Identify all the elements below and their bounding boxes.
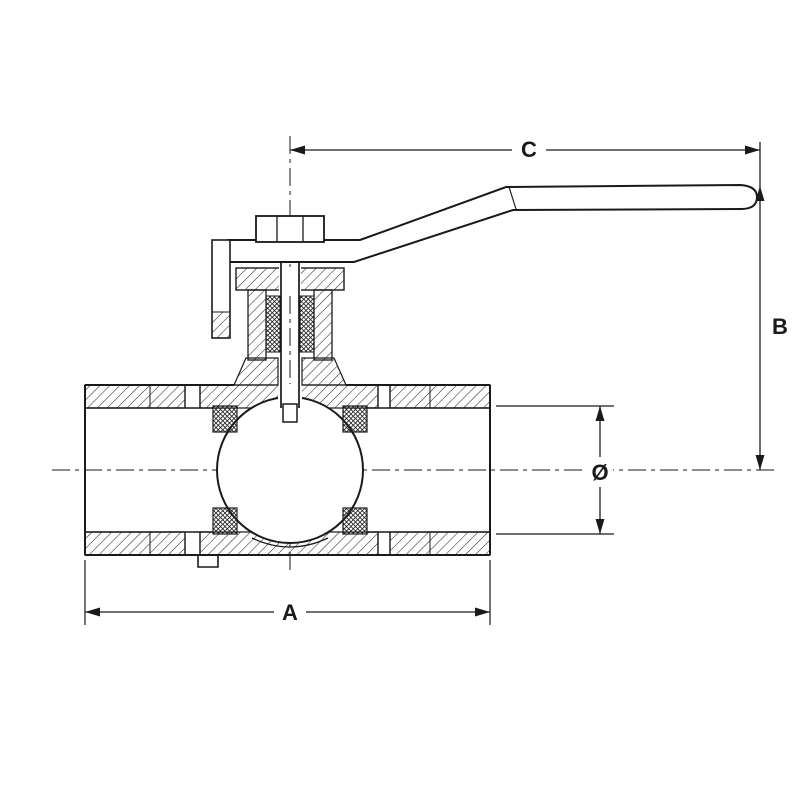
dimension-label-c: C — [521, 137, 537, 162]
stem-assembly — [235, 262, 345, 423]
left-port-top-wall — [84, 384, 186, 409]
dimension-b — [755, 186, 765, 470]
stem-tang — [282, 403, 298, 423]
dimension-a — [84, 560, 491, 625]
dimension-label-a: A — [282, 600, 298, 625]
dimension-labels: C B Ø A — [282, 137, 788, 625]
left-port-bottom-wall — [84, 531, 186, 556]
dimensions — [84, 142, 765, 625]
dimension-diameter — [496, 405, 614, 535]
flange-lines — [149, 385, 431, 555]
handle-grip-edge — [508, 186, 517, 210]
dimension-c — [290, 142, 761, 470]
stem-nut-facets — [276, 216, 304, 242]
bonnet-wall-left — [247, 289, 267, 361]
seat-top-left — [212, 405, 238, 433]
stem — [280, 262, 300, 408]
dimension-b-arrow-bottom — [755, 455, 765, 470]
neck-wall-right — [301, 357, 347, 386]
dimension-c-arrow-right — [745, 145, 760, 155]
right-port-bottom-wall — [389, 531, 491, 556]
stem-nut — [255, 215, 325, 243]
handle — [211, 183, 759, 339]
body-bottom-step — [197, 555, 219, 568]
seat-rings — [212, 405, 368, 535]
dimension-label-b: B — [772, 314, 788, 339]
dimension-b-arrow-top — [755, 186, 765, 201]
body-outline — [84, 384, 491, 556]
diameter-label-backing — [587, 457, 613, 487]
dimension-a-arrow-right — [475, 607, 490, 617]
dimension-diameter-arrow-top — [595, 406, 605, 421]
right-port-top-wall — [389, 384, 491, 409]
dimension-diameter-arrow-bottom — [595, 519, 605, 534]
packing-left — [265, 295, 281, 353]
dimension-label-diameter: Ø — [591, 460, 608, 485]
neck-wall-left — [233, 357, 279, 386]
seat-bottom-right — [342, 507, 368, 535]
gland-flange-stem-hole — [279, 267, 301, 291]
bore-lines — [85, 407, 490, 533]
dimension-c-arrow-left — [290, 145, 305, 155]
packing-right — [299, 295, 315, 353]
valve-body — [84, 357, 491, 568]
neck — [233, 357, 347, 386]
bonnet-wall-right — [313, 289, 333, 361]
dimension-a-arrow-left — [85, 607, 100, 617]
seat-bottom-left — [212, 507, 238, 535]
handle-stop-tab-section — [211, 311, 231, 339]
seat-top-right — [342, 405, 368, 433]
ball-seat-recess-arc — [251, 537, 329, 548]
